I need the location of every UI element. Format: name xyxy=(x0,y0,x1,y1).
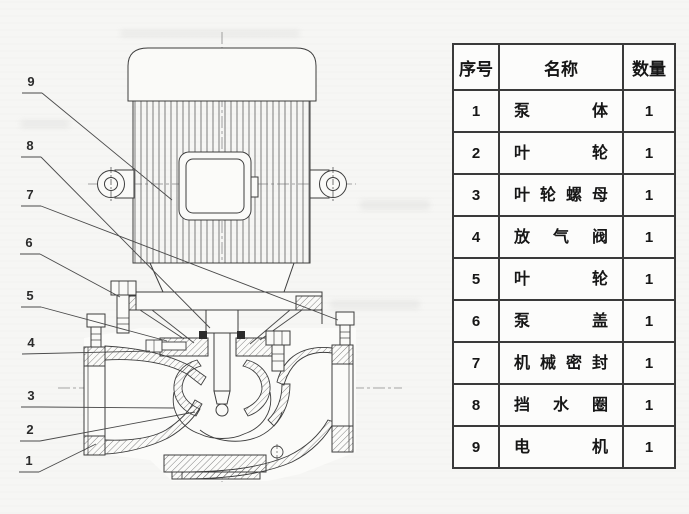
suction-flange-right xyxy=(331,311,355,453)
part-no: 8 xyxy=(452,383,500,427)
leader-7 xyxy=(21,205,339,321)
callout-4: 4 xyxy=(27,335,35,350)
part-qty: 1 xyxy=(622,425,676,469)
part-qty: 1 xyxy=(622,341,676,385)
impeller xyxy=(172,359,272,439)
lifting-lug-left xyxy=(97,167,135,201)
callout-8: 8 xyxy=(26,138,34,153)
motor xyxy=(97,47,347,293)
flange-stud-bolt-left xyxy=(86,313,106,348)
part-name-text: 机械密封 xyxy=(514,354,608,372)
part-name: 叶轮 xyxy=(498,131,624,175)
drain-plug xyxy=(270,444,284,460)
part-name-text: 放气阀 xyxy=(514,228,608,246)
flange-stud-bolt-right xyxy=(335,311,355,346)
part-qty: 1 xyxy=(622,257,676,301)
callout-5: 5 xyxy=(26,288,34,303)
cover-stud-bolt-left xyxy=(110,280,137,334)
callout-7: 7 xyxy=(26,187,34,202)
part-name: 叶轮 xyxy=(498,257,624,301)
part-no: 9 xyxy=(452,425,500,469)
pump-cross-section-diagram: 9 8 7 6 5 4 3 2 1 xyxy=(19,32,402,482)
part-qty: 1 xyxy=(622,299,676,343)
leader-6 xyxy=(20,253,121,298)
discharge-flange-left xyxy=(83,313,106,456)
part-name: 挡水圈 xyxy=(498,383,624,427)
callout-6: 6 xyxy=(25,235,33,250)
scan-smudge xyxy=(120,30,300,37)
part-no: 7 xyxy=(452,341,500,385)
part-name: 机械密封 xyxy=(498,341,624,385)
mechanical-seal-right xyxy=(237,331,245,339)
leader-8 xyxy=(21,156,211,329)
leader-4 xyxy=(21,350,151,355)
part-qty: 1 xyxy=(622,89,676,133)
callout-3: 3 xyxy=(27,388,35,403)
scan-smudge xyxy=(360,200,430,210)
callout-9: 9 xyxy=(27,74,35,89)
leader-1 xyxy=(19,443,97,473)
header-quantity: 数量 xyxy=(622,43,676,91)
scan-smudge xyxy=(330,300,420,309)
table-row: 6 泵盖 1 xyxy=(452,299,676,343)
table-row: 4 放气阀 1 xyxy=(452,215,676,259)
part-name-text: 泵盖 xyxy=(514,312,608,330)
part-name-text: 叶轮螺母 xyxy=(514,186,608,204)
part-name-text: 泵体 xyxy=(514,102,608,120)
pump-drawing xyxy=(19,32,402,482)
part-name-text: 电机 xyxy=(514,438,608,456)
table-row: 3 叶轮螺母 1 xyxy=(452,173,676,217)
cover-stud-bolt-right xyxy=(265,330,291,372)
table-row: 2 叶轮 1 xyxy=(452,131,676,175)
leader-9 xyxy=(22,92,173,201)
part-no: 6 xyxy=(452,299,500,343)
header-name: 名称 xyxy=(498,43,624,91)
part-name: 电机 xyxy=(498,425,624,469)
part-qty: 1 xyxy=(622,383,676,427)
part-name-text: 叶轮 xyxy=(514,144,608,162)
callout-2: 2 xyxy=(26,422,34,437)
part-no: 2 xyxy=(452,131,500,175)
motor-fan-cover xyxy=(127,47,317,102)
air-release-valve xyxy=(145,339,187,353)
pump-shaft xyxy=(199,309,245,417)
part-name: 放气阀 xyxy=(498,215,624,259)
table-header-row: 序号 名称 数量 xyxy=(452,43,676,91)
table-row: 1 泵体 1 xyxy=(452,89,676,133)
motor-nameplate xyxy=(178,151,259,221)
part-name-text: 挡水圈 xyxy=(514,396,608,414)
leader-lines xyxy=(19,92,339,473)
callout-1: 1 xyxy=(25,453,33,468)
part-no: 3 xyxy=(452,173,500,217)
header-index: 序号 xyxy=(452,43,500,91)
part-qty: 1 xyxy=(622,215,676,259)
table-row: 5 叶轮 1 xyxy=(452,257,676,301)
scan-smudge xyxy=(20,120,70,128)
parts-table: 序号 名称 数量 1 泵体 1 2 叶轮 1 3 叶轮螺母 1 4 xyxy=(452,43,676,469)
part-name: 泵体 xyxy=(498,89,624,133)
mechanical-seal-left xyxy=(199,331,207,339)
table-row: 9 电机 1 xyxy=(452,425,676,469)
part-qty: 1 xyxy=(622,173,676,217)
part-no: 5 xyxy=(452,257,500,301)
leader-5 xyxy=(21,306,168,342)
base-foot xyxy=(163,454,267,480)
part-no: 1 xyxy=(452,89,500,133)
table-row: 7 机械密封 1 xyxy=(452,341,676,385)
motor-bottom-taper xyxy=(149,262,295,293)
part-name: 泵盖 xyxy=(498,299,624,343)
part-qty: 1 xyxy=(622,131,676,175)
part-no: 4 xyxy=(452,215,500,259)
leader-3 xyxy=(21,406,175,409)
part-name-text: 叶轮 xyxy=(514,270,608,288)
impeller-nut xyxy=(213,390,231,405)
part-name: 叶轮螺母 xyxy=(498,173,624,217)
leader-2 xyxy=(20,411,196,442)
table-row: 8 挡水圈 1 xyxy=(452,383,676,427)
lifting-lug-right xyxy=(309,167,347,201)
